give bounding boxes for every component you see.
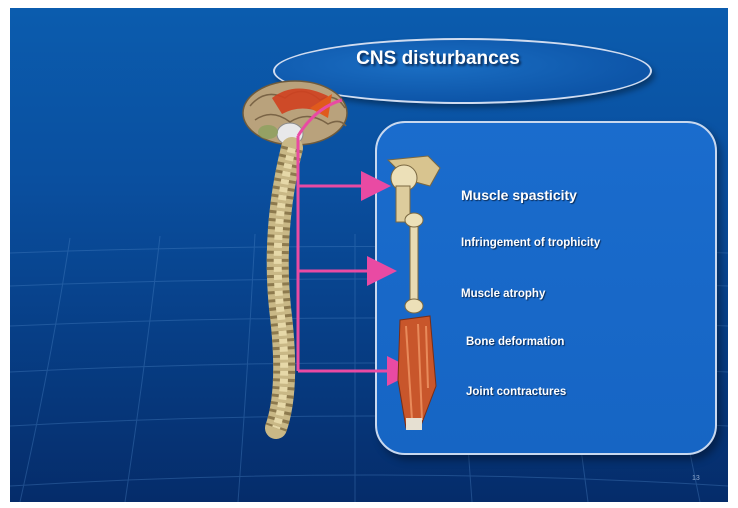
slide: CNS disturbances <box>10 8 728 502</box>
anatomy-diagram <box>10 8 728 502</box>
effect-muscle-atrophy: Muscle atrophy <box>461 288 545 300</box>
page-number: 13 <box>692 475 700 482</box>
shoulder-bone-icon <box>388 156 440 222</box>
effect-muscle-spasticity: Muscle spasticity <box>461 187 577 203</box>
effect-joint-contractures: Joint contractures <box>466 386 566 398</box>
spine-icon <box>276 148 292 428</box>
effect-infringement-of-trophicity: Infringement of trophicity <box>461 237 600 249</box>
brain-icon <box>243 81 347 145</box>
effect-bone-deformation: Bone deformation <box>466 336 564 348</box>
long-bone-icon <box>405 213 423 313</box>
muscle-icon <box>398 316 436 430</box>
